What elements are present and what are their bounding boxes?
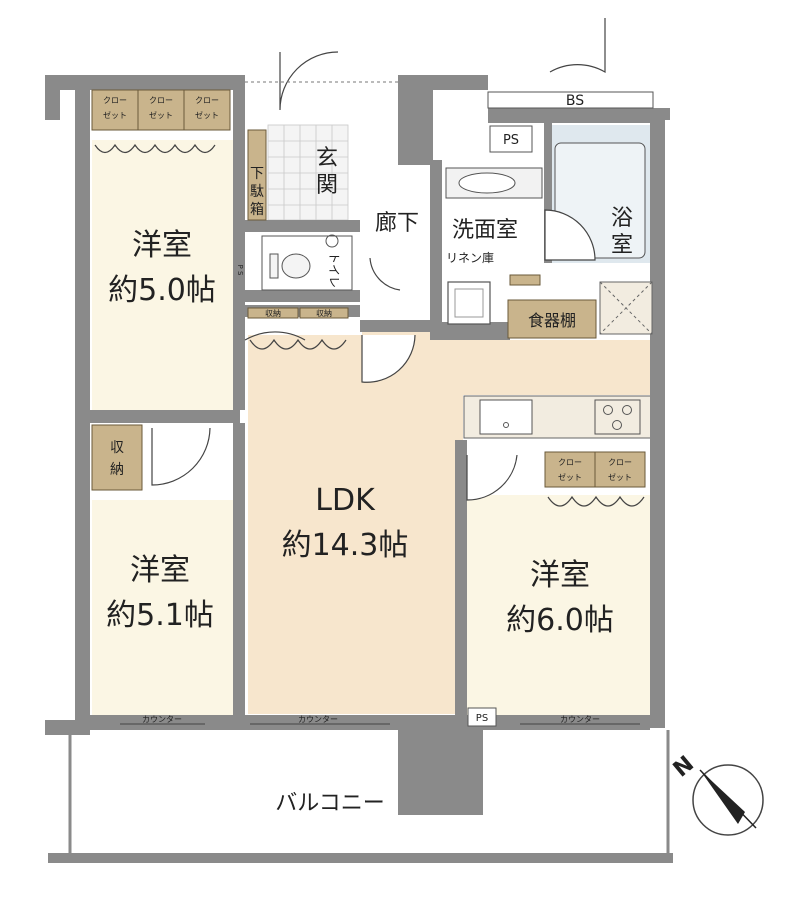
entrance-label-2: 関 bbox=[316, 173, 338, 198]
toilet-label: トイレ bbox=[327, 252, 341, 288]
dish-cabinet-label: 食器棚 bbox=[528, 311, 576, 330]
storage-label-1: 収 bbox=[110, 440, 124, 456]
balcony-label: バルコニー bbox=[275, 791, 385, 816]
sink-bowl bbox=[458, 172, 516, 194]
small-storage-2 bbox=[299, 307, 349, 319]
bs-label: BS bbox=[566, 93, 584, 109]
small-storage-2-label: 収納 bbox=[316, 308, 332, 318]
counter-label-3: カウンター bbox=[560, 715, 600, 724]
balcony bbox=[48, 730, 673, 863]
ps-box-1 bbox=[489, 125, 533, 153]
western-room-2-floor bbox=[92, 500, 234, 715]
shoe-box-label-1: 下 bbox=[250, 166, 264, 182]
washing-machine bbox=[447, 281, 491, 325]
closet-2-label-top: クロー bbox=[149, 96, 173, 105]
washroom-label: 洗面室 bbox=[452, 218, 518, 243]
counter-label-2: カウンター bbox=[298, 715, 338, 724]
compass bbox=[692, 764, 764, 836]
closet-3-label-top: クロー bbox=[195, 96, 219, 105]
ps-label-2: PS bbox=[476, 713, 488, 724]
closet-2-label-bottom: ゼット bbox=[149, 110, 173, 120]
western-room-1-name: 洋室 bbox=[132, 228, 192, 263]
ps-label-3: P S bbox=[236, 265, 244, 276]
ps-box-2 bbox=[467, 707, 497, 727]
bath-label-2: 室 bbox=[611, 233, 633, 258]
closet-1-label-bottom: ゼット bbox=[103, 110, 127, 120]
closet-1-label-top: クロー bbox=[103, 96, 127, 105]
closet-2 bbox=[137, 89, 185, 131]
bath-label-1: 浴 bbox=[611, 206, 633, 231]
fridge-space bbox=[599, 281, 653, 335]
western-room-3-name: 洋室 bbox=[530, 558, 590, 593]
linen-label: リネン庫 bbox=[446, 251, 494, 265]
compass-n-label: N bbox=[669, 752, 699, 783]
western-room-3-floor bbox=[465, 495, 651, 715]
counter-label-1: カウンター bbox=[142, 715, 182, 724]
small-storage-1-label: 収納 bbox=[265, 308, 281, 318]
western-room-1-size: 約5.0帖 bbox=[108, 273, 216, 308]
entrance-label-1: 玄 bbox=[316, 146, 338, 171]
western-room-3-size: 約6.0帖 bbox=[506, 603, 614, 638]
linen-shelf bbox=[509, 274, 541, 286]
storage-label-2: 納 bbox=[110, 462, 124, 478]
closet-1 bbox=[91, 89, 139, 131]
stove-icon bbox=[594, 399, 641, 435]
western-room-2-size: 約5.1帖 bbox=[106, 598, 214, 633]
western-room-2-name: 洋室 bbox=[130, 553, 190, 588]
closet-4-label-bottom: ゼット bbox=[558, 472, 582, 482]
ldk-size: 約14.3帖 bbox=[282, 528, 409, 563]
shoe-box-label-2: 駄 bbox=[250, 184, 264, 200]
closet-5-label-bottom: ゼット bbox=[608, 472, 632, 482]
closet-4-label-top: クロー bbox=[558, 458, 582, 467]
closet-5 bbox=[594, 451, 646, 488]
closet-3-label-bottom: ゼット bbox=[195, 110, 219, 120]
closet-5-label-top: クロー bbox=[608, 458, 632, 467]
storage-closet bbox=[91, 424, 143, 491]
western-room-1-floor bbox=[92, 140, 235, 410]
hallway-label: 廊下 bbox=[375, 211, 419, 236]
kitchen-sink bbox=[479, 399, 533, 435]
walls bbox=[45, 75, 670, 815]
small-storage-1 bbox=[247, 307, 299, 319]
closets bbox=[91, 89, 646, 491]
doors bbox=[151, 18, 606, 501]
toilet-bowl bbox=[281, 253, 311, 279]
bs-box bbox=[487, 91, 654, 109]
closet-4 bbox=[544, 451, 596, 488]
dish-cabinet bbox=[507, 299, 597, 339]
shoe-box-label-3: 箱 bbox=[250, 202, 264, 218]
ldk-floor bbox=[248, 322, 655, 714]
curtains bbox=[94, 143, 645, 507]
ps-label-1: PS bbox=[503, 133, 519, 148]
ldk-name: LDK bbox=[315, 483, 376, 518]
shoe-box bbox=[247, 129, 267, 221]
closet-3 bbox=[183, 89, 231, 131]
